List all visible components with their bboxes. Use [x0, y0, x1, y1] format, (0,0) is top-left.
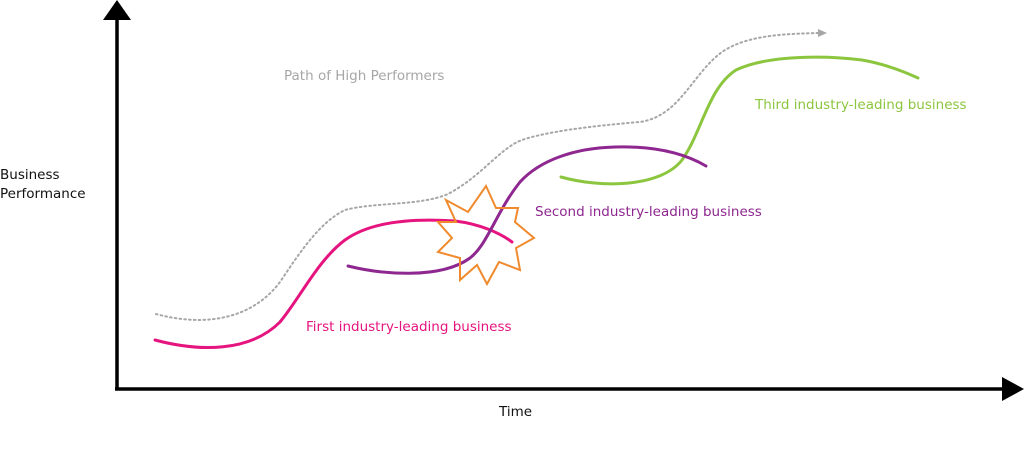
high-performers-label: Path of High Performers — [284, 68, 444, 84]
third-business-curve — [559, 55, 920, 186]
first-business-curve — [153, 218, 514, 349]
third-business-label: Third industry-leading business — [754, 97, 967, 113]
y-axis-label-line-2: Performance — [0, 186, 86, 202]
first-business-label: First industry-leading business — [306, 319, 512, 335]
y-axis-label-line-1: Business — [0, 167, 60, 183]
y-axis-arrowhead — [103, 0, 131, 20]
starburst-icon — [435, 183, 536, 287]
high-performers-arrowhead — [818, 29, 827, 37]
x-axis-label: Time — [498, 404, 532, 420]
second-business-label: Second industry-leading business — [535, 204, 762, 220]
x-axis-arrowhead — [1002, 377, 1024, 401]
high-performers-path — [155, 32, 819, 321]
axes — [103, 0, 1024, 401]
second-business-curve — [346, 145, 708, 275]
